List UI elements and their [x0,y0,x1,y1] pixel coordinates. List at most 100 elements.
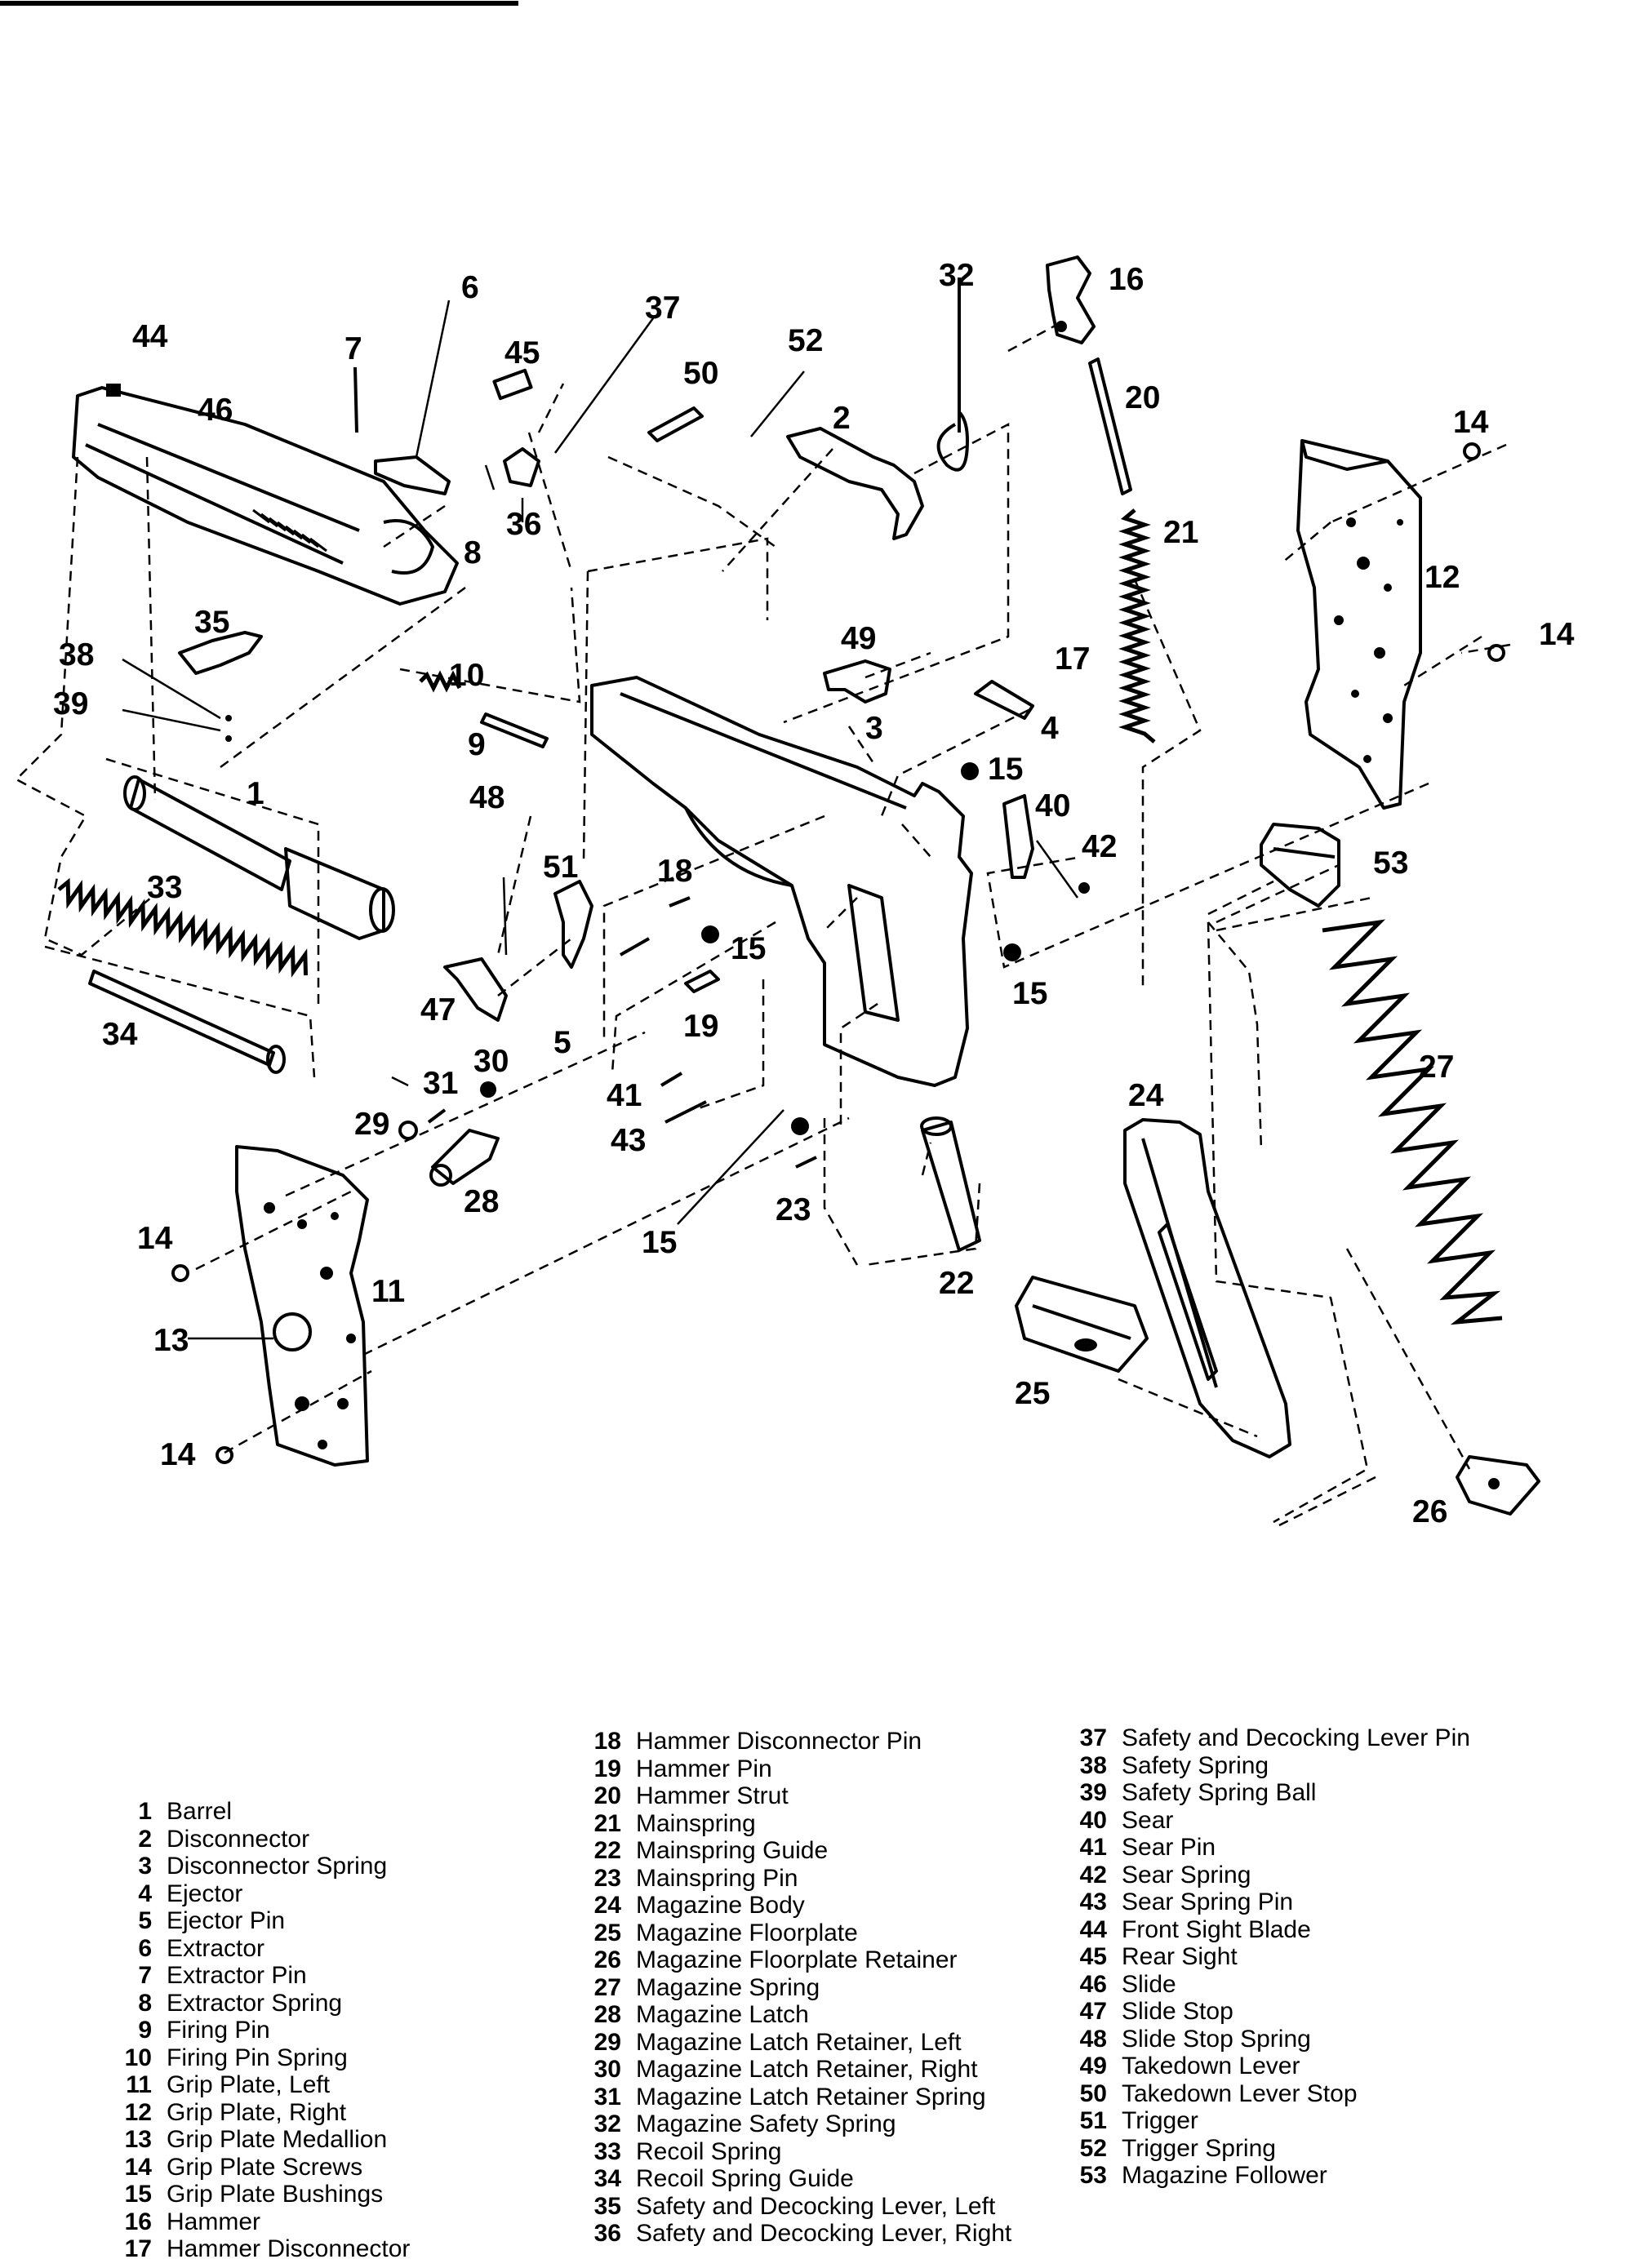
callout-14-right: 14 [1539,617,1575,652]
callout-41: 41 [607,1078,642,1113]
callout-51: 51 [543,850,578,885]
legend-item-number: 15 [124,2181,152,2208]
legend-item-name: Disconnector Spring [167,1853,388,1880]
legend-item-number: 40 [1079,1806,1107,1834]
legend-item-name: Firing Pin [167,2017,270,2044]
recoil-guide-part [88,970,286,1074]
legend-item-number: 50 [1079,2079,1107,2107]
legend-item-number: 33 [593,2137,621,2165]
floorplate-retainer-part [1456,1455,1540,1516]
legend-item-number: 35 [593,2192,621,2220]
slide-part [72,384,459,606]
callout-40: 40 [1035,788,1070,823]
legend-item-number: 17 [124,2235,152,2262]
hammer-strut-part [1088,357,1132,495]
legend-item-number: 29 [593,2028,621,2056]
callout-30: 30 [473,1044,509,1079]
legend-item-number: 19 [593,1755,621,1782]
magazine-safety-spring-part [936,277,969,472]
legend-item-name: Safety Spring [1122,1751,1269,1779]
legend-item-name: Extractor Spring [167,1989,343,2017]
mainspring-part [1118,508,1156,743]
callout-15-d: 15 [642,1225,677,1260]
sear-part [1002,794,1034,879]
callout-46: 46 [198,393,233,428]
legend-item-number: 8 [138,1989,152,2017]
legend-item-name: Magazine Safety Spring [636,2110,896,2137]
firing-pin-spring-part [419,670,462,693]
legend-item-name: Sear Spring [1122,1861,1251,1889]
legend-item-name: Grip Plate, Left [167,2071,331,2098]
legend-item-number: 36 [593,2220,621,2247]
callout-2: 2 [833,401,851,436]
legend-item-name: Hammer Disconnector [167,2235,411,2262]
legend-item-name: Magazine Follower [1122,2162,1327,2189]
callout-6: 6 [461,270,479,305]
callout-11: 11 [371,1274,405,1309]
callout-29: 29 [354,1107,389,1142]
legend-item-name: Grip Plate Screws [167,2153,363,2181]
legend-item-name: Magazine Spring [636,1973,820,2001]
legend-item-name: Disconnector [167,1825,310,1853]
legend-item-number: 24 [593,1892,621,1919]
legend-item-name: Magazine Floorplate [636,1919,858,1946]
takedown-lever-part [823,659,891,703]
callout-1: 1 [247,776,264,811]
frame-part [590,676,973,1087]
grip-right-part [1296,439,1422,810]
medallion-part [273,1312,312,1351]
grip-screws [171,442,1505,1464]
legend-item-number: 52 [1079,2134,1107,2162]
legend-item-name: Rear Sight [1122,1943,1238,1970]
legend-item-number: 21 [593,1809,621,1837]
legend-item-name: Safety and Decocking Lever Pin [1122,1724,1470,1751]
callout-36: 36 [506,507,541,542]
legend-item-number: 44 [1079,1915,1107,1943]
legend-item-name: Trigger Spring [1122,2134,1276,2162]
legend-item-number: 13 [124,2126,152,2153]
callout-32: 32 [939,258,974,293]
callout-14-top: 14 [1453,405,1489,440]
legend-item-name: Magazine Floorplate Retainer [636,1946,958,1973]
callout-17: 17 [1055,641,1090,677]
legend-item-number: 1 [138,1798,152,1825]
legend-item: 17 Hammer Disconnector [106,2235,411,2263]
legend-item-number: 18 [593,1728,621,1755]
callout-39: 39 [53,686,88,721]
recoil-spring-part [57,877,309,978]
callout-3: 3 [865,711,883,746]
legend-item-number: 47 [1079,1998,1107,2025]
legend-item-number: 5 [138,1907,152,1934]
legend-item-number: 30 [593,2056,621,2083]
extractor-part [374,455,451,495]
legend-item-name: Ejector [167,1880,243,1907]
legend-item-name: Ejector Pin [167,1907,286,1934]
legend-item-number: 25 [593,1919,621,1946]
callout-7: 7 [344,331,362,366]
legend-item-number: 4 [138,1880,152,1907]
